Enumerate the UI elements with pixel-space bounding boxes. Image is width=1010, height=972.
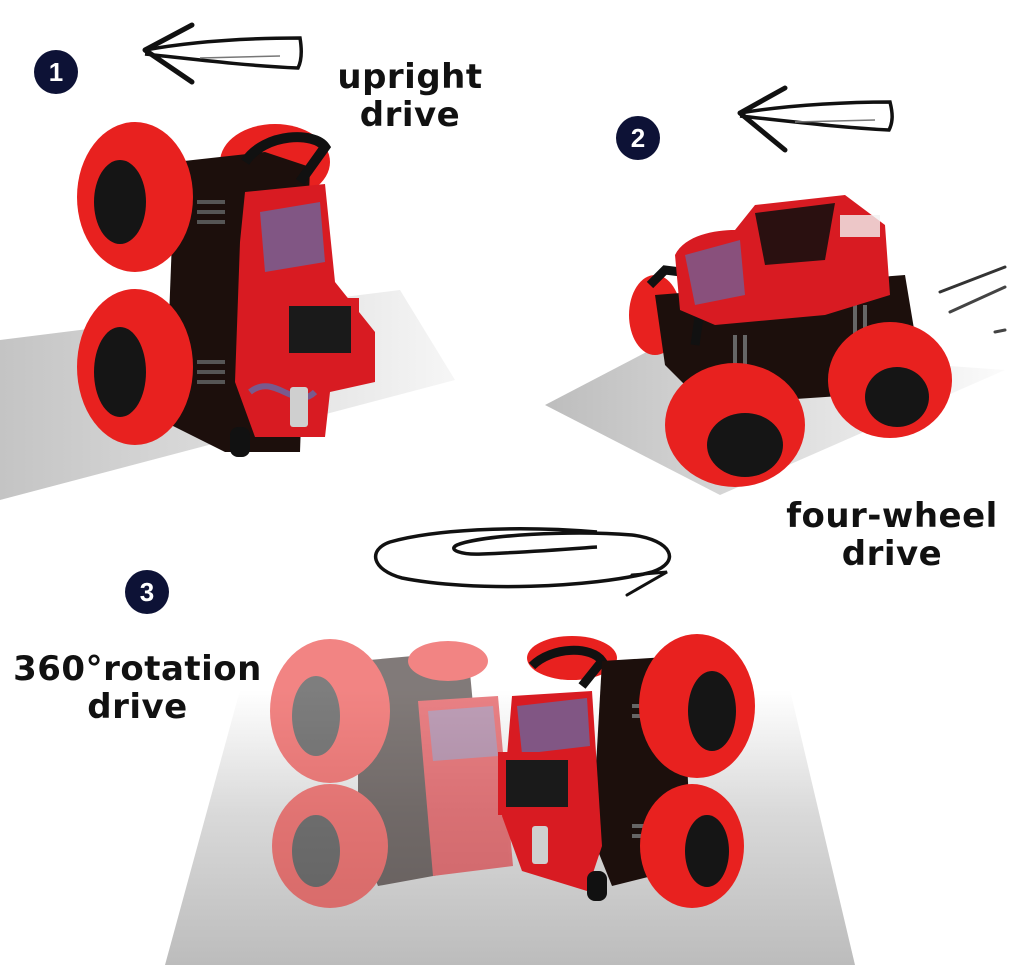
left-arrow-icon: [142, 22, 304, 85]
step-number: 3: [139, 576, 155, 607]
toy-car-upright: [77, 122, 375, 457]
mode-label-upright: upright drive: [337, 57, 483, 135]
mode-label-rotation: 360°rotation drive: [13, 649, 262, 727]
toy-car-rotation: [498, 634, 755, 908]
speed-lines-icon: [938, 265, 1007, 334]
toy-car-rotation-ghost: [270, 639, 513, 908]
left-arrow-icon: [737, 85, 894, 153]
toy-car-four-wheel: [629, 195, 952, 487]
spin-arrow-icon: [373, 527, 672, 597]
step-number: 1: [48, 56, 64, 87]
step-badge-1: 1: [34, 50, 78, 94]
step-number: 2: [630, 122, 646, 153]
step-badge-2: 2: [616, 116, 660, 160]
step-badge-3: 3: [125, 570, 169, 614]
mode-label-four-wheel: four-wheel drive: [786, 496, 998, 574]
